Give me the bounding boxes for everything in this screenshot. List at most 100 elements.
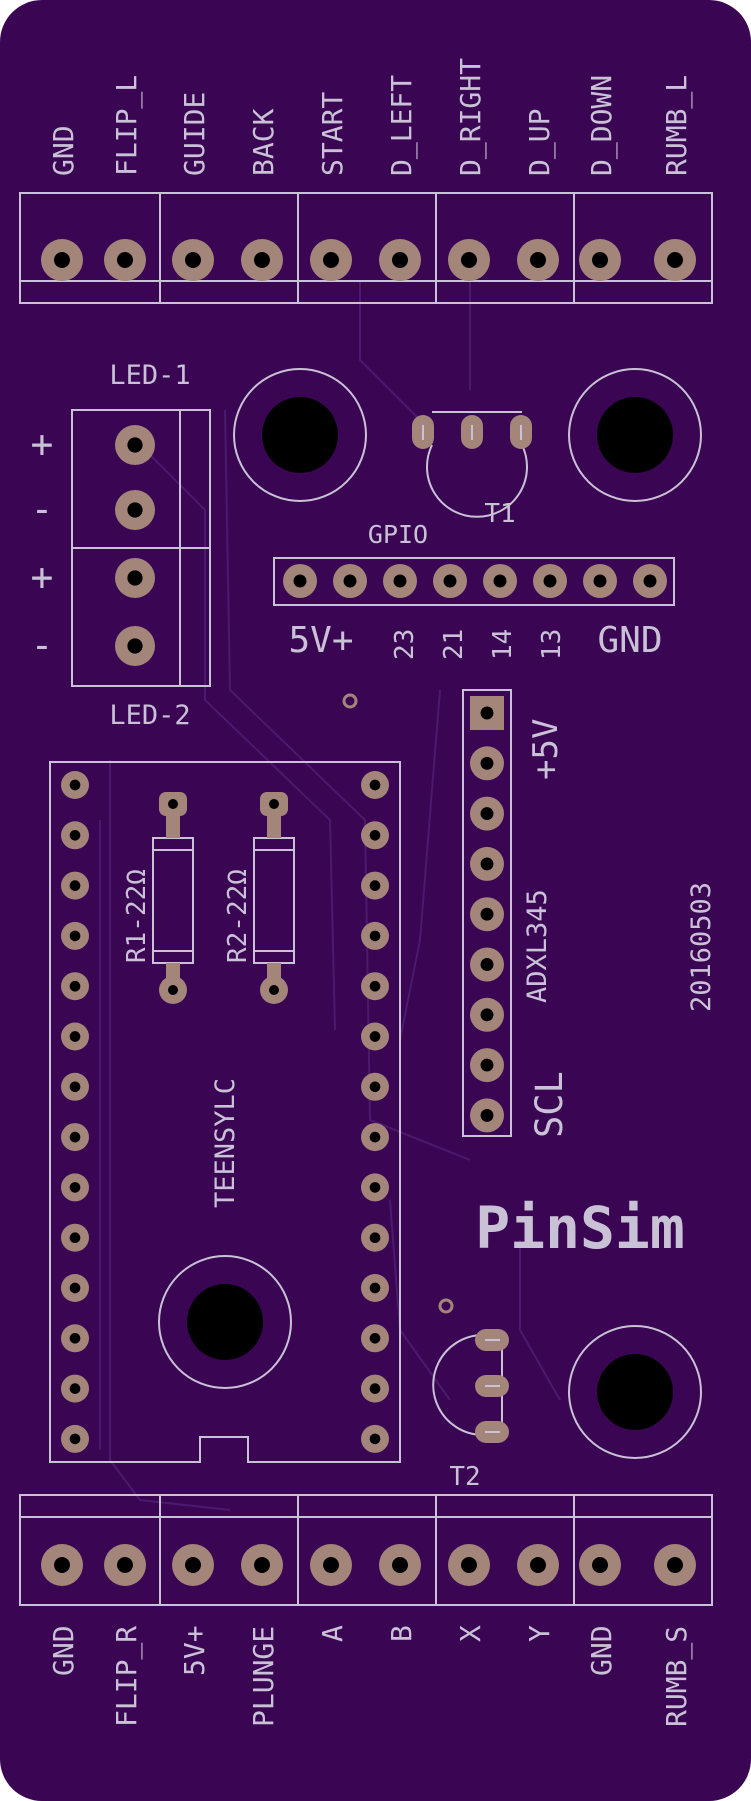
bottom-connector-label: B <box>385 1625 418 1642</box>
bottom-connector-outline <box>19 1494 713 1606</box>
drill-hole <box>543 574 557 588</box>
bottom-connector-label: RUMB_S <box>660 1626 694 1727</box>
gpio-label-5v: 5V+ <box>288 620 353 661</box>
drill-hole <box>69 1383 81 1394</box>
drill-hole <box>369 1232 381 1244</box>
top-connector-label: FLIP_L <box>110 75 144 176</box>
drill-hole <box>127 570 143 586</box>
led-2-outline <box>71 547 211 687</box>
top-connector-label: GUIDE <box>178 92 211 176</box>
top-connector-label: D_LEFT <box>385 75 419 176</box>
drill-hole <box>530 1557 546 1573</box>
drill-hole <box>69 829 81 841</box>
drill-hole <box>254 1557 270 1573</box>
drill-hole <box>254 252 270 268</box>
led-1-label: LED-1 <box>109 360 190 391</box>
t2-label: T2 <box>449 1462 480 1492</box>
led-2-label: LED-2 <box>109 700 190 731</box>
bottom-connector-label: GND <box>585 1625 618 1676</box>
drill-hole <box>343 574 357 588</box>
drill-hole <box>461 252 477 268</box>
top-connector-label: BACK <box>247 108 280 176</box>
top-connector-label: START <box>316 92 349 176</box>
drill-hole <box>480 857 494 871</box>
mounting-holes <box>158 368 702 1459</box>
drill-hole <box>369 980 381 992</box>
bottom-connector-label: Y <box>523 1625 556 1642</box>
teensy-footprint: TEENSYLC <box>49 761 401 1463</box>
drill-hole <box>323 252 339 268</box>
gpio-label-pin: 14 <box>488 629 518 660</box>
gpio-label-gnd: GND <box>597 620 662 661</box>
drill-hole <box>480 958 494 971</box>
bottom-connector-label: 5V+ <box>178 1625 211 1676</box>
drill-hole <box>127 638 143 654</box>
drill-hole <box>667 1557 683 1573</box>
mounting-hole <box>597 397 673 473</box>
adxl345-pin-bottom-label: SCL <box>528 1071 571 1138</box>
drill-hole <box>369 1383 381 1394</box>
drill-hole <box>480 1008 494 1022</box>
led-polarity-mark: - <box>31 623 54 667</box>
drill-hole <box>480 706 494 720</box>
gpio-outline <box>273 557 675 606</box>
gpio-label-pin: 23 <box>390 629 420 660</box>
gpio-title: GPIO <box>368 520 428 549</box>
drill-hole <box>392 1557 408 1573</box>
drill-hole <box>369 1433 381 1445</box>
drill-hole <box>185 252 201 268</box>
drill-hole <box>185 1557 201 1573</box>
adxl345-pin-top-label: +5V <box>526 719 566 780</box>
top-connector-label: D_RIGHT <box>454 58 488 176</box>
via <box>438 1298 454 1314</box>
teensy-label: TEENSYLC <box>210 1078 241 1208</box>
bottom-connector-label: GND <box>47 1625 80 1676</box>
drill-hole <box>480 807 494 821</box>
drill-hole <box>69 1131 81 1143</box>
adxl345-name-label: ADXL345 <box>522 889 553 1003</box>
drill-hole <box>493 574 507 588</box>
drill-hole <box>69 1282 81 1294</box>
drill-hole <box>69 1433 81 1445</box>
top-connector-label: D_DOWN <box>585 75 619 176</box>
drill-hole <box>369 880 381 891</box>
led-connector: LED-1 LED-2 +-+- <box>31 360 211 731</box>
drill-hole <box>480 907 494 921</box>
drill-hole <box>393 574 407 588</box>
t1-label: T1 <box>484 499 515 529</box>
drill-hole <box>369 1332 381 1344</box>
gpio-label-pin: 13 <box>537 629 567 660</box>
drill-hole <box>369 829 381 841</box>
drill-hole <box>54 252 70 268</box>
drill-hole <box>69 880 81 891</box>
drill-hole <box>69 1182 81 1193</box>
drill-hole <box>592 252 608 268</box>
drill-hole <box>69 980 81 992</box>
drill-hole <box>369 930 381 942</box>
drill-hole <box>592 1557 608 1573</box>
drill-hole <box>117 252 133 268</box>
adxl345-outline <box>462 689 512 1137</box>
drill-hole <box>480 1108 494 1122</box>
drill-hole <box>643 574 657 588</box>
drill-hole <box>127 437 143 453</box>
bottom-connector-label: PLUNGE <box>247 1626 280 1727</box>
led-polarity-mark: + <box>31 422 54 466</box>
drill-hole <box>293 574 307 588</box>
drill-hole <box>369 779 381 791</box>
pinsim-logo: PinSim <box>475 1194 685 1262</box>
bottom-connector-label: X <box>454 1625 487 1642</box>
drill-hole <box>593 574 607 588</box>
drill-hole <box>69 779 81 791</box>
bottom-connector-label: A <box>316 1625 349 1642</box>
led-polarity-mark: + <box>31 555 54 599</box>
drill-hole <box>69 1031 81 1042</box>
drill-hole <box>69 1081 81 1093</box>
adxl345-header: +5V ADXL345 SCL <box>462 689 571 1138</box>
resistor-r1: R1-22Ω <box>122 792 194 1004</box>
